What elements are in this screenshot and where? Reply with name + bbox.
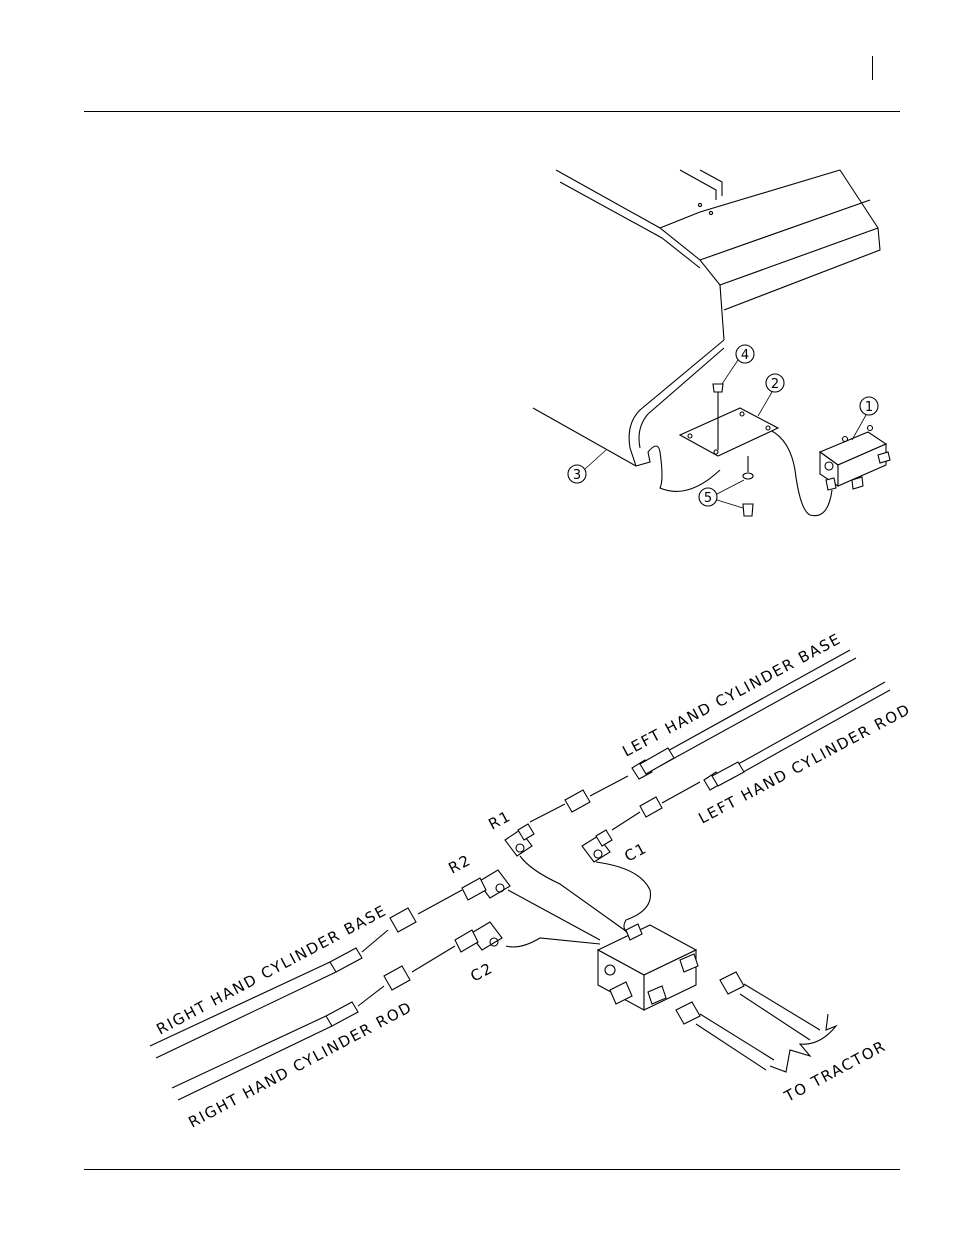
svg-text:3: 3 [573,468,581,483]
port-label-r1: R1 [485,807,514,834]
callout-2: 2 [758,374,784,416]
port-label-c1: C1 [621,839,650,866]
svg-text:4: 4 [741,348,749,363]
footer-rule [84,1169,900,1170]
svg-text:5: 5 [704,491,712,506]
callout-3: 3 [568,450,606,483]
mounting-diagram: 4 2 1 3 5 [533,170,890,516]
svg-text:2: 2 [771,377,779,392]
port-label-c2: C2 [467,959,496,986]
svg-text:1: 1 [865,400,873,415]
callout-4: 4 [722,345,754,384]
label-left-hand-cylinder-rod: LEFT HAND CYLINDER ROD [695,700,913,828]
callout-5: 5 [699,480,744,508]
label-right-hand-cylinder-rod: RIGHT HAND CYLINDER ROD [185,998,415,1132]
port-label-r2: R2 [445,851,474,878]
label-to-tractor: TO TRACTOR [781,1037,890,1106]
hose-routing-diagram: R1 R2 C1 C2 LEFT HAND CYLINDER BASE LEFT… [150,630,914,1132]
label-left-hand-cylinder-base: LEFT HAND CYLINDER BASE [619,630,844,761]
label-right-hand-cylinder-base: RIGHT HAND CYLINDER BASE [153,901,390,1038]
